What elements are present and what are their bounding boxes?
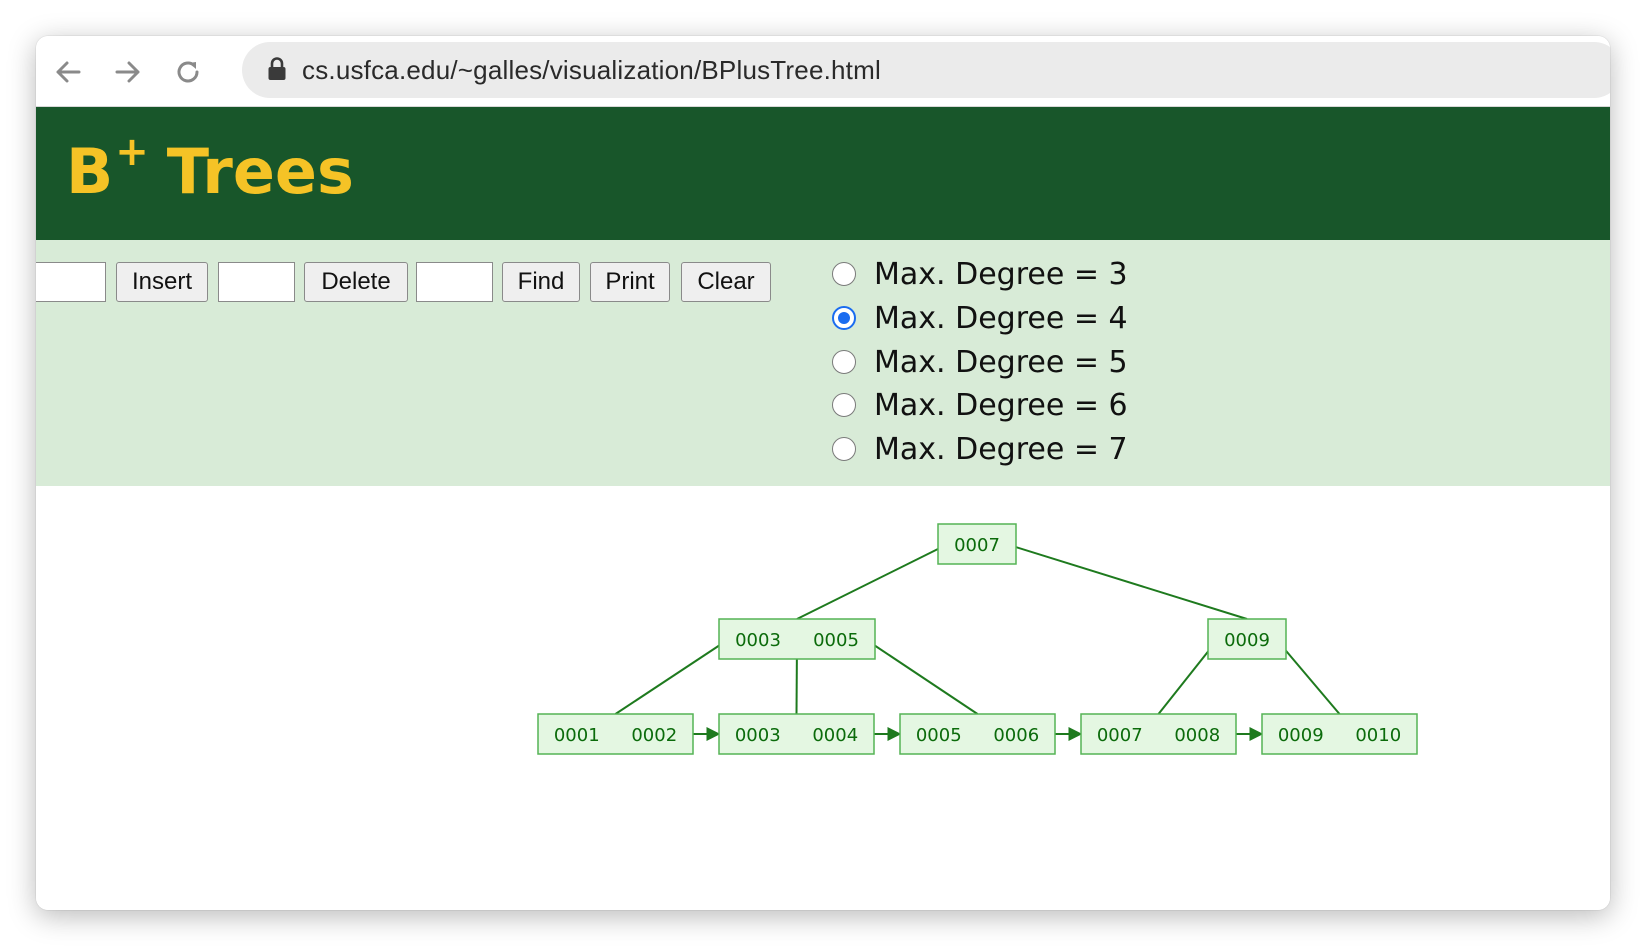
degree-label: Max. Degree = 5 xyxy=(874,344,1128,380)
back-button[interactable] xyxy=(50,54,86,90)
page-title: B+Trees xyxy=(66,132,354,203)
node-box xyxy=(937,523,1017,565)
tree-nodes: 0007 0003 0005 0009 0001 0002 0003 0004 0005 0006… xyxy=(537,523,1418,755)
radio-degree-6[interactable] xyxy=(832,393,856,417)
node-box xyxy=(718,618,876,660)
leaf-node-1: 0003 0004 xyxy=(718,713,875,755)
node-key: 0009 xyxy=(1278,725,1324,746)
node-key: 0010 xyxy=(1355,725,1401,746)
tree-edge xyxy=(864,638,979,715)
root-node-0: 0007 xyxy=(937,523,1017,565)
node-key: 0003 xyxy=(735,630,781,651)
degree-option-6[interactable]: Max. Degree = 6 xyxy=(832,383,1128,427)
bplus-tree-diagram: 0007 0003 0005 0009 0001 0002 0003 0004 0005 0006… xyxy=(537,523,1418,755)
node-box xyxy=(1207,618,1287,660)
node-key: 0008 xyxy=(1174,725,1220,746)
degree-label: Max. Degree = 4 xyxy=(874,300,1128,336)
node-key: 0004 xyxy=(812,725,858,746)
internal-node-0: 0003 0005 xyxy=(718,618,876,660)
forward-button[interactable] xyxy=(110,54,146,90)
degree-option-3[interactable]: Max. Degree = 3 xyxy=(832,252,1128,296)
leaf-node-2: 0005 0006 xyxy=(899,713,1056,755)
internal-node-1: 0009 xyxy=(1207,618,1287,660)
radio-degree-3[interactable] xyxy=(832,262,856,286)
reload-icon xyxy=(177,61,199,83)
node-box xyxy=(1261,713,1418,755)
degree-option-5[interactable]: Max. Degree = 5 xyxy=(832,340,1128,384)
node-key: 0007 xyxy=(1097,725,1143,746)
browser-toolbar: cs.usfca.edu/~galles/visualization/BPlus… xyxy=(36,36,1610,107)
node-key: 0006 xyxy=(993,725,1039,746)
node-key: 0009 xyxy=(1224,630,1270,651)
delete-button[interactable]: Delete xyxy=(304,262,408,302)
insert-input[interactable] xyxy=(36,262,106,302)
browser-window: cs.usfca.edu/~galles/visualization/BPlus… xyxy=(36,36,1610,910)
leaf-node-3: 0007 0008 xyxy=(1080,713,1237,755)
delete-input[interactable] xyxy=(218,262,295,302)
reload-button[interactable] xyxy=(170,54,206,90)
find-button[interactable]: Find xyxy=(502,262,580,302)
node-key: 0007 xyxy=(954,535,1000,556)
tree-edge xyxy=(796,543,949,620)
print-button[interactable]: Print xyxy=(590,262,670,302)
degree-option-7[interactable]: Max. Degree = 7 xyxy=(832,427,1128,471)
title-superscript: + xyxy=(115,129,149,175)
node-key: 0001 xyxy=(554,725,600,746)
control-panel: Insert Delete Find Print Clear Max. Degr… xyxy=(36,240,1610,486)
arrow-right-icon xyxy=(115,61,140,83)
degree-label: Max. Degree = 7 xyxy=(874,431,1128,467)
node-box xyxy=(718,713,875,755)
title-main: B xyxy=(66,135,114,208)
node-box xyxy=(899,713,1056,755)
clear-button[interactable]: Clear xyxy=(681,262,771,302)
page-header: B+ Trees xyxy=(36,107,1610,240)
lock-icon xyxy=(268,57,286,80)
tree-edge xyxy=(614,638,730,715)
degree-label: Max. Degree = 6 xyxy=(874,387,1128,423)
url-text: cs.usfca.edu/~galles/visualization/BPlus… xyxy=(302,55,881,85)
visualization-canvas: 0007 0003 0005 0009 0001 0002 0003 0004 0005 0006… xyxy=(36,486,1610,910)
radio-degree-7[interactable] xyxy=(832,437,856,461)
degree-label: Max. Degree = 3 xyxy=(874,256,1128,292)
leaf-node-0: 0001 0002 xyxy=(537,713,694,755)
node-key: 0005 xyxy=(813,630,859,651)
find-input[interactable] xyxy=(416,262,493,302)
node-key: 0005 xyxy=(916,725,962,746)
tree-edge xyxy=(1005,543,1248,620)
node-box xyxy=(537,713,694,755)
address-bar[interactable]: cs.usfca.edu/~galles/visualization/BPlus… xyxy=(242,42,1610,98)
node-key: 0002 xyxy=(631,725,677,746)
leaf-node-4: 0009 0010 xyxy=(1261,713,1418,755)
node-box xyxy=(1080,713,1237,755)
title-rest: Trees xyxy=(166,135,354,208)
arrow-left-icon xyxy=(56,61,81,83)
insert-button[interactable]: Insert xyxy=(116,262,208,302)
radio-degree-5[interactable] xyxy=(832,350,856,374)
degree-option-4[interactable]: Max. Degree = 4 xyxy=(832,296,1128,340)
radio-degree-4[interactable] xyxy=(832,306,856,330)
node-key: 0003 xyxy=(735,725,781,746)
